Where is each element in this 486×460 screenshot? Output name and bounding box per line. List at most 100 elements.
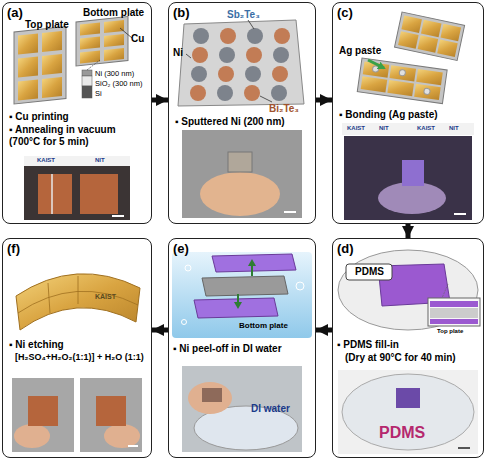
panel-annotation: ▪ Ni etching	[9, 339, 149, 351]
photo-device	[228, 152, 252, 172]
photo	[182, 130, 302, 218]
leg-circle	[190, 85, 206, 101]
cu-pad	[416, 69, 443, 85]
panel-annotation: Top plate	[437, 328, 483, 335]
leg-circle	[271, 85, 287, 101]
leg-circle	[274, 28, 290, 44]
panel-annotation: Bottom plate	[239, 321, 309, 331]
panel-annotation: Ni (300 nm)	[95, 69, 153, 78]
pad-gap	[78, 276, 79, 304]
process-arrow	[152, 98, 168, 103]
leg-circle	[219, 47, 235, 63]
cu-pad	[42, 54, 62, 75]
pad-gap	[48, 283, 50, 313]
plate	[395, 12, 465, 61]
bottom-plate	[357, 58, 447, 104]
cu-pad	[80, 22, 100, 35]
cu-pad	[437, 40, 458, 57]
panel-annotation: PDMS	[355, 266, 395, 278]
leg-circle	[247, 28, 263, 44]
panel-annotation: [H₂SO₄+H₂O₂(1:1)] + H₂O (1:1)	[15, 352, 151, 363]
leader-line	[87, 60, 100, 70]
cu-pad	[387, 80, 414, 96]
leader-line	[186, 54, 191, 58]
leg-circle	[192, 47, 208, 63]
panel-annotation: KAIST	[95, 293, 135, 301]
pdms-layer	[430, 308, 478, 318]
cu-pad	[401, 16, 422, 33]
photo-hand	[188, 382, 232, 414]
panel-annotation: DI water	[251, 403, 307, 415]
photo	[24, 166, 130, 220]
panel-letter: (e)	[173, 241, 203, 257]
photo-device	[80, 174, 118, 214]
photo-hand	[14, 424, 50, 448]
process-panel: (d)PDMSTop plate▪ PDMS fill-in(Dry at 90…	[332, 238, 484, 458]
ag-dot	[399, 69, 406, 76]
process-arrow	[406, 224, 411, 238]
pointer-arrow	[368, 60, 384, 68]
water	[172, 252, 312, 338]
photo-device	[38, 174, 72, 214]
panel-annotation: (Dry at 90°C for 40 min)	[345, 352, 485, 364]
cu-pad	[418, 35, 439, 52]
panel-annotation: KAIST	[417, 125, 447, 132]
dish	[338, 250, 478, 330]
panel-annotation: ▪ Annealing in vacuum (700°C for 5 min)	[9, 124, 149, 148]
ni-layer	[82, 70, 92, 76]
leader-line	[248, 20, 254, 29]
top-plate	[14, 27, 66, 104]
cu-pad	[361, 76, 388, 92]
plate-layer	[430, 301, 478, 307]
leg-circle	[218, 66, 234, 82]
leg-circle	[244, 85, 260, 101]
panel-e-art	[172, 252, 312, 452]
photo	[338, 370, 478, 454]
photo	[12, 378, 74, 452]
flexible-device	[16, 274, 140, 330]
leg-circle	[245, 66, 261, 82]
ni-film	[202, 276, 288, 296]
process-panel: (a)Bottom plateTop plateCuNi (300 nm)SiO…	[2, 2, 152, 224]
leader-line	[260, 96, 272, 102]
process-panel: (b)Sb₂Te₃NiBi₂Te₃▪ Sputtered Ni (200 nm)	[168, 2, 316, 224]
plate	[14, 27, 66, 104]
scale-bar	[128, 445, 138, 447]
panel-annotation: ▪ Bonding (Ag paste)	[339, 109, 479, 121]
leg-circle	[193, 28, 209, 44]
panel-annotation: ▪ Sputtered Ni (200 nm)	[175, 116, 315, 128]
cu-pad	[104, 20, 124, 33]
leg-circle	[272, 66, 288, 82]
peel-arrow-head	[234, 302, 242, 309]
photo	[80, 378, 142, 452]
panel-f-art	[12, 274, 142, 452]
photo-detail	[51, 174, 53, 214]
photo-hand	[104, 424, 140, 448]
panel-annotation: NIT	[379, 125, 399, 132]
photo-device	[202, 388, 222, 402]
cu-pad	[18, 33, 38, 54]
photo-hand	[200, 172, 280, 216]
leg-circle	[191, 66, 207, 82]
panel-letter: (a)	[7, 5, 37, 21]
panel-letter: (b)	[173, 5, 203, 21]
photo	[344, 136, 472, 220]
cu-pad	[441, 24, 462, 41]
bubble	[182, 320, 187, 325]
panel-annotation: ▪ Cu printing	[9, 111, 149, 123]
leg-circle	[217, 85, 233, 101]
peel-arrow-head	[248, 259, 256, 266]
zoom-line	[442, 284, 448, 298]
plate	[76, 17, 128, 66]
cu-pad	[414, 84, 441, 100]
panel-letter: (f)	[7, 241, 37, 257]
process-panel: (e)Bottom plate▪ Ni peel-off in DI water…	[168, 238, 316, 458]
process-arrow	[316, 328, 332, 333]
photo-hand	[378, 182, 446, 214]
panel-letter: (c)	[337, 5, 367, 21]
panel-letter: (d)	[337, 241, 367, 257]
panel-annotation: NIT	[95, 157, 115, 164]
top-plate	[212, 254, 296, 272]
